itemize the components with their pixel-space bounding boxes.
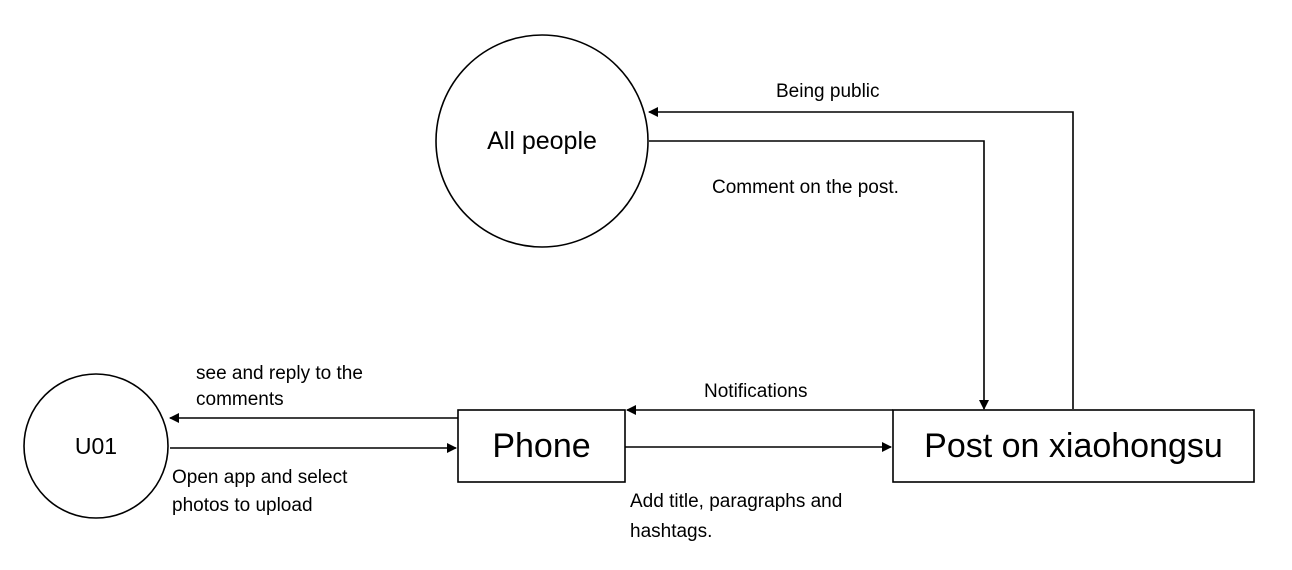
phone-node [457, 409, 626, 483]
post-node [892, 409, 1255, 483]
open-app-label-line2: photos to upload [172, 495, 313, 516]
all-people-label: All people [487, 126, 597, 155]
u01-label: U01 [74, 432, 118, 459]
see-reply-label-line2: comments [196, 389, 284, 410]
see-reply-label-line1: see and reply to the [196, 363, 363, 384]
add-title-label-line2: hashtags. [630, 521, 713, 542]
u01-node [23, 373, 169, 519]
post-label: Post on xiaohongsu [924, 426, 1223, 465]
comment-on-post-label: Comment on the post. [712, 177, 899, 198]
edge-comment-on-post [649, 140, 989, 410]
phone-label: Phone [492, 426, 591, 465]
being-public-label: Being public [776, 81, 880, 102]
notifications-label: Notifications [704, 381, 808, 402]
edge-being-public [648, 107, 1074, 409]
all-people-node [435, 34, 649, 248]
add-title-label-line1: Add title, paragraphs and [630, 491, 843, 512]
open-app-label-line1: Open app and select [172, 467, 348, 488]
